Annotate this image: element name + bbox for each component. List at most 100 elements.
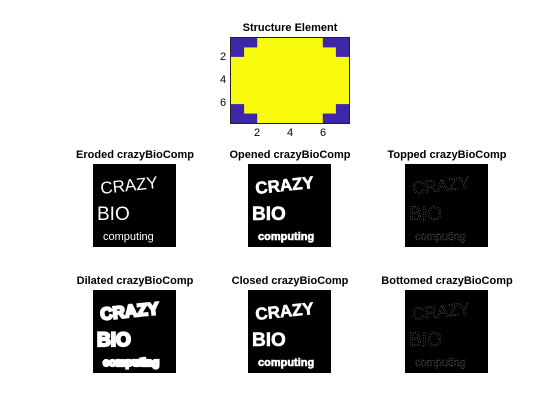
- strel-cell: [270, 38, 285, 49]
- image-text-crazy: CRAZY: [99, 299, 160, 324]
- strel-cell: [296, 75, 311, 86]
- image-text-bio: BIO: [252, 204, 286, 225]
- strel-cell: [322, 85, 337, 96]
- strel-cell: [283, 94, 298, 105]
- strel-cell: [257, 38, 271, 49]
- strel-cell: [244, 85, 258, 96]
- strel-cell: [283, 104, 298, 115]
- strel-cell: [257, 75, 271, 86]
- strel-cell: [283, 66, 298, 77]
- strel-cell: [231, 38, 245, 49]
- strel-cell: [257, 85, 271, 96]
- strel-cell: [335, 56, 349, 67]
- strel-cell: [309, 66, 324, 77]
- dilated-image-canvas: CRAZY BIO computing: [96, 298, 162, 370]
- strel-cell: [335, 94, 349, 105]
- strel-cell: [283, 75, 298, 86]
- strel-cell: [309, 85, 324, 96]
- strel-cell: [244, 66, 258, 77]
- strel-heatmap: [231, 38, 349, 123]
- strel-cell: [335, 85, 349, 96]
- strel-cell: [296, 104, 311, 115]
- opened-image: CRAZY BIO computing: [248, 164, 331, 247]
- strel-cell: [270, 47, 285, 58]
- strel-cell: [335, 66, 349, 77]
- strel-cell: [322, 94, 337, 105]
- strel-cell: [296, 113, 311, 123]
- image-text-bio: BIO: [97, 204, 130, 225]
- dilated-image: CRAZY BIO computing: [93, 290, 176, 373]
- strel-cell: [309, 104, 324, 115]
- strel-cell: [244, 75, 258, 86]
- strel-xtick-6: 6: [319, 127, 327, 139]
- strel-cell: [296, 56, 311, 67]
- eroded-image-canvas: CRAZY BIO computing: [97, 173, 159, 243]
- image-text-bio: BIO: [97, 330, 131, 351]
- strel-axes: [230, 37, 350, 124]
- strel-cell: [244, 56, 258, 67]
- strel-title: Structure Element: [242, 22, 338, 34]
- strel-cell: [231, 47, 245, 58]
- strel-cell: [283, 85, 298, 96]
- strel-cell: [283, 38, 298, 49]
- strel-cell: [322, 113, 337, 123]
- strel-cell: [231, 56, 245, 67]
- closed-title: Closed crazyBioComp: [231, 275, 349, 287]
- strel-cell: [335, 75, 349, 86]
- image-text-computing: computing: [103, 231, 154, 243]
- strel-cell: [296, 66, 311, 77]
- strel-cell: [309, 94, 324, 105]
- opened-title: Opened crazyBioComp: [229, 149, 351, 161]
- strel-cell: [231, 104, 245, 115]
- strel-cell: [309, 38, 324, 49]
- strel-cell: [296, 94, 311, 105]
- strel-cell: [335, 104, 349, 115]
- image-text-bio: BIO: [409, 204, 442, 225]
- image-text-crazy: CRAZY: [254, 173, 315, 198]
- strel-cell: [244, 94, 258, 105]
- strel-cell: [270, 94, 285, 105]
- strel-xtick-2: 2: [253, 127, 261, 139]
- strel-cell: [257, 47, 271, 58]
- strel-cell: [283, 113, 298, 123]
- strel-cell: [231, 66, 245, 77]
- opened-image-canvas: CRAZY BIO computing: [252, 173, 316, 244]
- image-text-crazy: CRAZY: [411, 173, 470, 198]
- strel-cell: [257, 113, 271, 123]
- image-text-computing: computing: [103, 357, 159, 369]
- strel-cell: [322, 47, 337, 58]
- bottomed-title: Bottomed crazyBioComp: [381, 275, 513, 287]
- strel-cell: [322, 75, 337, 86]
- strel-cell: [257, 56, 271, 67]
- strel-cell: [270, 75, 285, 86]
- strel-cell: [270, 66, 285, 77]
- strel-cell: [270, 113, 285, 123]
- strel-cell: [270, 104, 285, 115]
- strel-ytick-4: 4: [219, 74, 227, 86]
- strel-cell: [270, 56, 285, 67]
- strel-cell: [231, 75, 245, 86]
- strel-cell: [309, 47, 324, 58]
- strel-cell: [322, 66, 337, 77]
- strel-cell: [335, 47, 349, 58]
- strel-cell: [322, 56, 337, 67]
- eroded-image: CRAZY BIO computing: [93, 164, 176, 247]
- strel-cell: [244, 47, 258, 58]
- image-text-computing: computing: [258, 231, 314, 243]
- strel-cell: [244, 38, 258, 49]
- image-text-computing: computing: [415, 357, 466, 369]
- image-text-bio: BIO: [409, 330, 442, 351]
- strel-cell: [296, 85, 311, 96]
- strel-cell: [231, 85, 245, 96]
- dilated-title: Dilated crazyBioComp: [76, 275, 194, 287]
- strel-cell: [244, 104, 258, 115]
- strel-cell: [309, 113, 324, 123]
- image-text-crazy: CRAZY: [254, 299, 315, 324]
- image-text-crazy: CRAZY: [99, 173, 158, 198]
- strel-xtick-4: 4: [286, 127, 294, 139]
